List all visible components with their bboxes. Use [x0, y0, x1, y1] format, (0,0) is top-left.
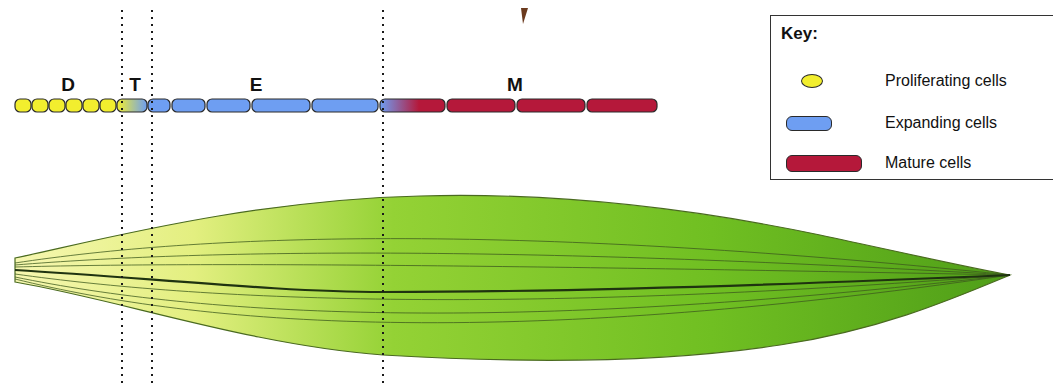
- zone-label: E: [250, 74, 263, 96]
- legend-text: Expanding cells: [885, 114, 997, 132]
- key-title: Key:: [781, 24, 818, 44]
- brown-mark: [521, 8, 528, 24]
- leaf: [15, 195, 1010, 360]
- cell-file: [15, 99, 657, 112]
- legend-row: Expanding cells: [771, 112, 1053, 136]
- legend-row: Mature cells: [771, 152, 1053, 176]
- legend-swatch: [786, 116, 832, 131]
- midrib: [15, 270, 1010, 292]
- legend-swatch: [786, 155, 862, 172]
- zone-label: M: [507, 74, 523, 96]
- legend-text: Proliferating cells: [885, 72, 1007, 90]
- legend-text: Mature cells: [885, 154, 971, 172]
- zone-label: D: [61, 74, 75, 96]
- zone-boundary: [122, 10, 383, 383]
- zone-label: T: [129, 74, 141, 96]
- legend-swatch: [801, 74, 823, 88]
- legend-row: Proliferating cells: [771, 70, 1053, 94]
- key-box: Key: Proliferating cellsExpanding cellsMa…: [770, 15, 1053, 180]
